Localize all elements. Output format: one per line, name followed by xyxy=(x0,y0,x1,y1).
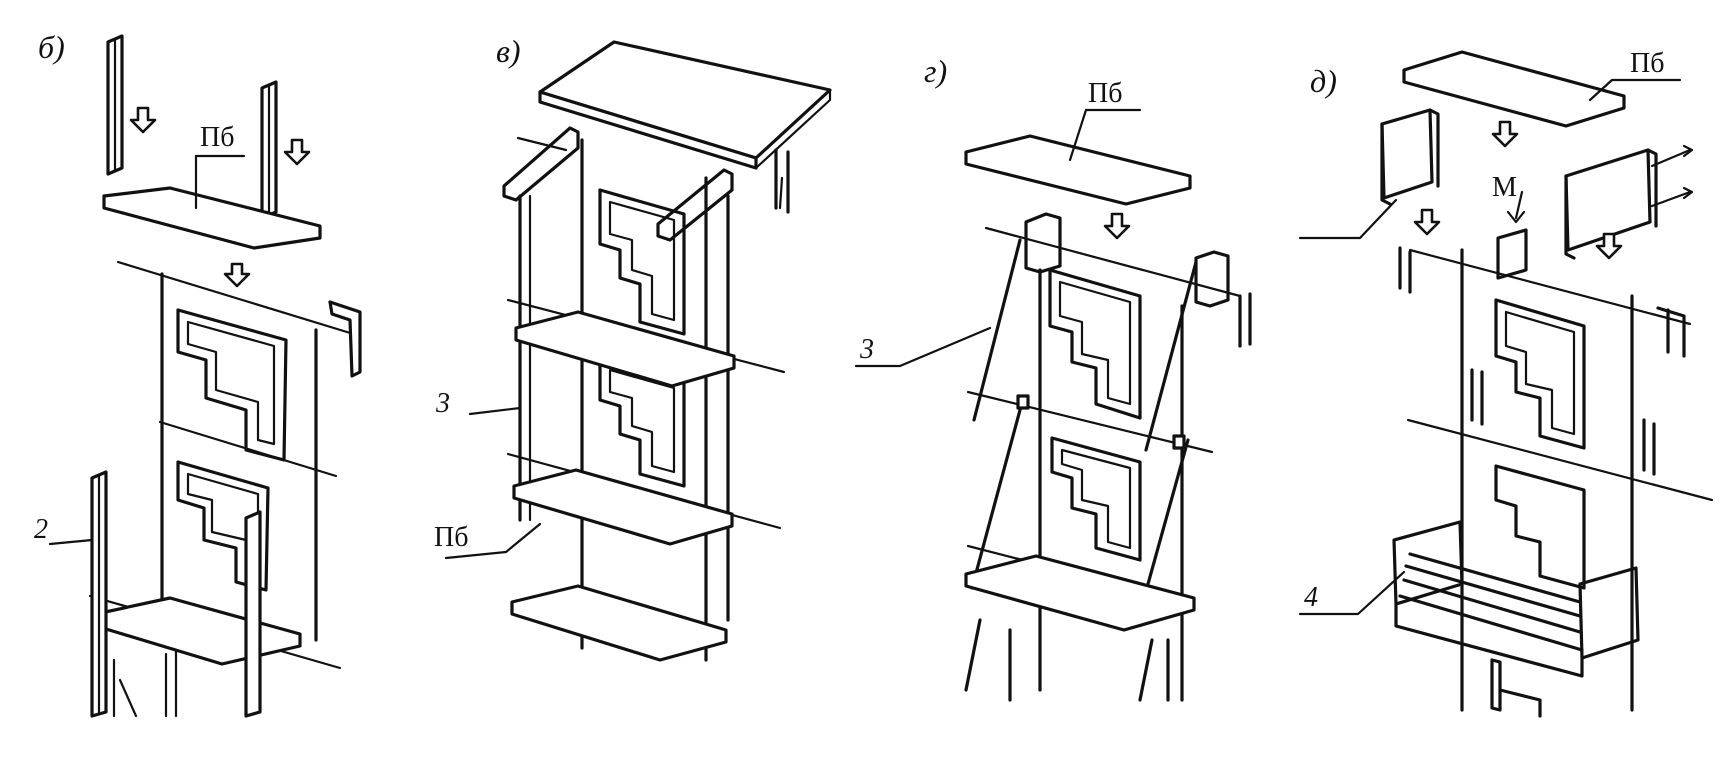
panel-label-v: в) xyxy=(496,33,521,69)
wall-panel-upper xyxy=(984,212,1252,702)
panel-g: г) Пб 3 xyxy=(854,53,1252,702)
slab-lower xyxy=(94,596,302,666)
panel-v: в) xyxy=(434,33,832,662)
insulation-panel-right xyxy=(1564,144,1694,260)
callout-3: 3 xyxy=(859,334,874,365)
insulation-insert xyxy=(1496,228,1528,280)
leader-line xyxy=(444,522,542,560)
leader-line xyxy=(468,406,522,416)
down-arrow-icon xyxy=(1595,232,1623,260)
leader-line xyxy=(118,678,138,718)
column-element xyxy=(106,34,124,176)
wall-panel-lower xyxy=(1494,464,1586,590)
down-arrow-icon xyxy=(1103,212,1131,240)
slab-pb xyxy=(964,134,1192,206)
slab-pb xyxy=(1402,50,1626,128)
down-arrow-icon xyxy=(1413,208,1441,236)
leader-line xyxy=(1068,108,1142,162)
balcony-fence-4 xyxy=(1392,520,1640,718)
insulation-panel-left xyxy=(1380,108,1440,206)
leader-line xyxy=(854,326,992,368)
leader-line xyxy=(1298,198,1398,240)
down-arrow-icon xyxy=(129,106,157,134)
panel-label-b: б) xyxy=(38,29,65,65)
column-base-lines xyxy=(964,618,1170,702)
axis-line xyxy=(516,136,784,210)
column-element xyxy=(244,510,262,718)
wall-panel-upper xyxy=(116,260,362,642)
leader-arrow xyxy=(1506,190,1526,224)
roof-slab-ribbed xyxy=(538,40,832,170)
callout-pb: Пб xyxy=(1088,78,1122,109)
panel-label-d: д) xyxy=(1310,63,1337,99)
panel-d: д) Пб М xyxy=(1298,48,1714,718)
column-3 xyxy=(518,194,532,522)
slab-bottom xyxy=(510,584,728,662)
callout-3: 3 xyxy=(435,388,450,419)
column-element xyxy=(260,80,278,220)
callout-4: 4 xyxy=(1304,582,1318,613)
diagonal-brace xyxy=(972,238,1198,452)
slab-middle xyxy=(514,310,736,388)
callout-pb: Пб xyxy=(200,122,234,153)
panel-b: б) Пб xyxy=(34,29,362,718)
leader-line xyxy=(1298,570,1406,616)
wall-panel-lower xyxy=(1050,436,1142,562)
column-base-lines xyxy=(112,648,178,718)
leader-line xyxy=(48,538,94,546)
down-arrow-icon xyxy=(283,138,311,166)
post-element xyxy=(774,148,790,214)
slab-pb xyxy=(102,186,322,250)
connector xyxy=(1016,394,1186,450)
leader-line xyxy=(1588,78,1682,102)
column-2 xyxy=(90,470,108,718)
wall-panel-upper xyxy=(580,138,708,662)
panel-label-g: г) xyxy=(924,53,947,89)
wall-panel-lower xyxy=(598,356,686,488)
bracket-right xyxy=(656,168,734,242)
down-arrow-icon xyxy=(223,262,251,288)
down-arrow-icon xyxy=(1491,120,1519,148)
slab-pb xyxy=(512,468,734,546)
callout-2: 2 xyxy=(34,514,48,545)
callout-pb: Пб xyxy=(434,522,468,553)
bracket-left xyxy=(502,126,580,202)
callout-m: М xyxy=(1492,172,1517,203)
slab-lower xyxy=(964,554,1196,632)
callout-pb: Пб xyxy=(1630,48,1664,79)
